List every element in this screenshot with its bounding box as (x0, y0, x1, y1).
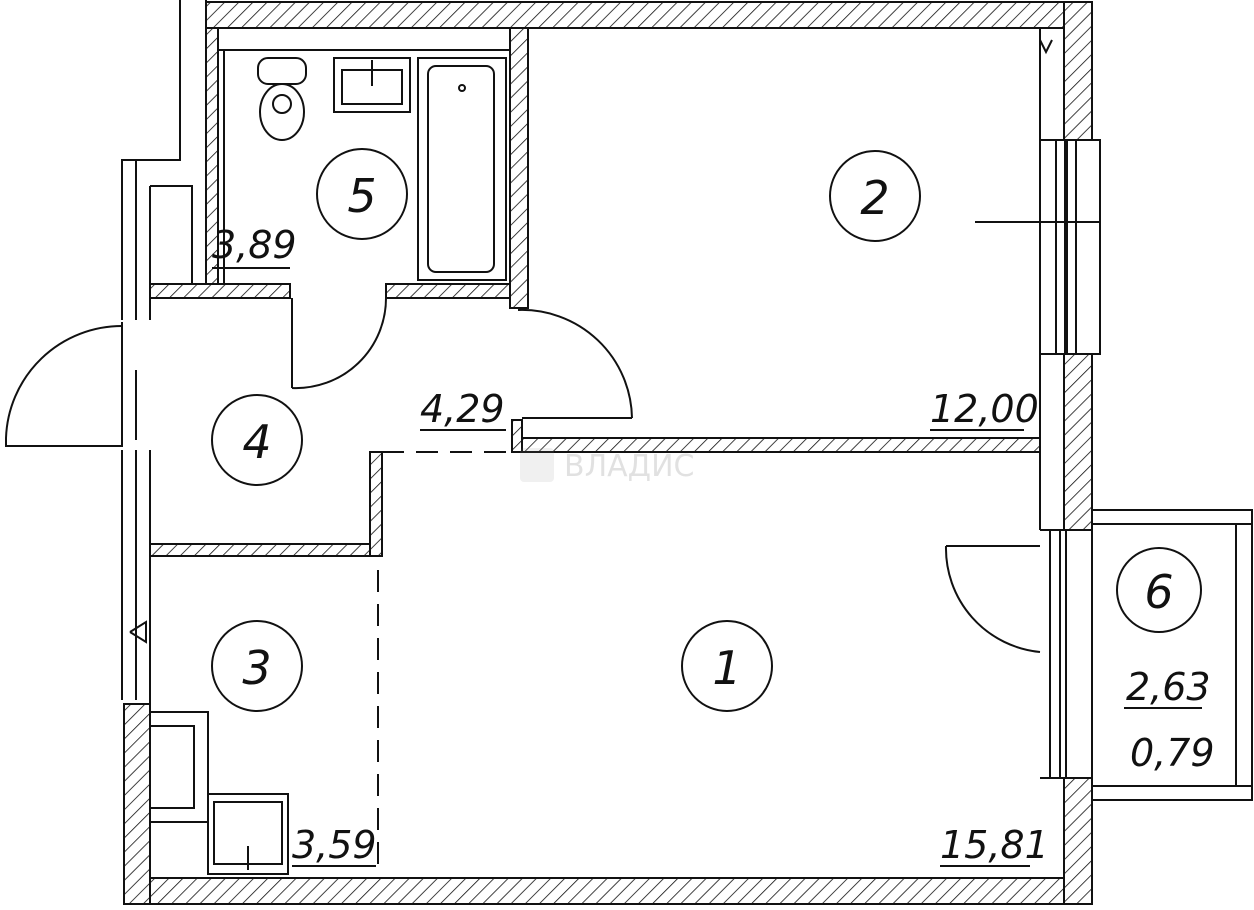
room-marker-2 (829, 150, 921, 242)
room-6-area: 2,63 (1126, 665, 1211, 709)
room-4-number: 4 (242, 415, 271, 469)
bathtub-fixture (417, 57, 507, 281)
bathroom-sink-fixture (333, 57, 411, 113)
kitchen-sink-fixture (207, 793, 289, 875)
room-5-number: 5 (347, 169, 376, 223)
toilet-fixture (257, 57, 307, 141)
room-6-number: 6 (1144, 565, 1173, 619)
wall-left-lower (123, 703, 151, 905)
wall-right-lower (1063, 777, 1093, 905)
doors (5, 297, 1041, 653)
room-6-area-secondary: 0,79 (1130, 731, 1215, 775)
zone-dividers (377, 451, 512, 870)
room-4-area: 4,29 (420, 387, 505, 431)
room-5-area: 3,89 (212, 223, 297, 267)
room-1-number: 1 (712, 641, 741, 695)
watermark-logo-icon (520, 448, 554, 482)
room-2-number: 2 (860, 171, 889, 225)
room-3-number: 3 (242, 641, 271, 695)
watermark-text: ВЛАДИС (564, 449, 695, 484)
balcony (1040, 509, 1253, 801)
interior-walls (149, 283, 1041, 557)
wall-right-upper (1063, 1, 1093, 141)
wall-top (205, 1, 1071, 29)
room-3-area: 3,59 (292, 823, 377, 867)
kitchen-stove-fixture (149, 711, 209, 823)
room-numbers: 1 2 3 4 5 6 (242, 169, 1173, 695)
window-room-2 (975, 139, 1101, 355)
wall-right-middle (1063, 353, 1093, 531)
room-2-area: 12,00 (930, 387, 1039, 431)
room-marker-1 (681, 620, 773, 712)
room-marker-3 (211, 620, 303, 712)
room-marker-5 (316, 148, 408, 240)
room-1-area: 15,81 (940, 823, 1049, 867)
exterior-walls (123, 1, 1093, 905)
watermark: ВЛАДИС (520, 448, 695, 484)
room-marker-6 (1116, 547, 1202, 633)
wall-bottom (123, 877, 1071, 905)
area-underlines (212, 267, 1202, 867)
room-areas: 15,81 12,00 3,59 4,29 3,89 2,63 0,79 (212, 223, 1215, 867)
room-marker-4 (211, 394, 303, 486)
room-markers (211, 148, 1202, 712)
